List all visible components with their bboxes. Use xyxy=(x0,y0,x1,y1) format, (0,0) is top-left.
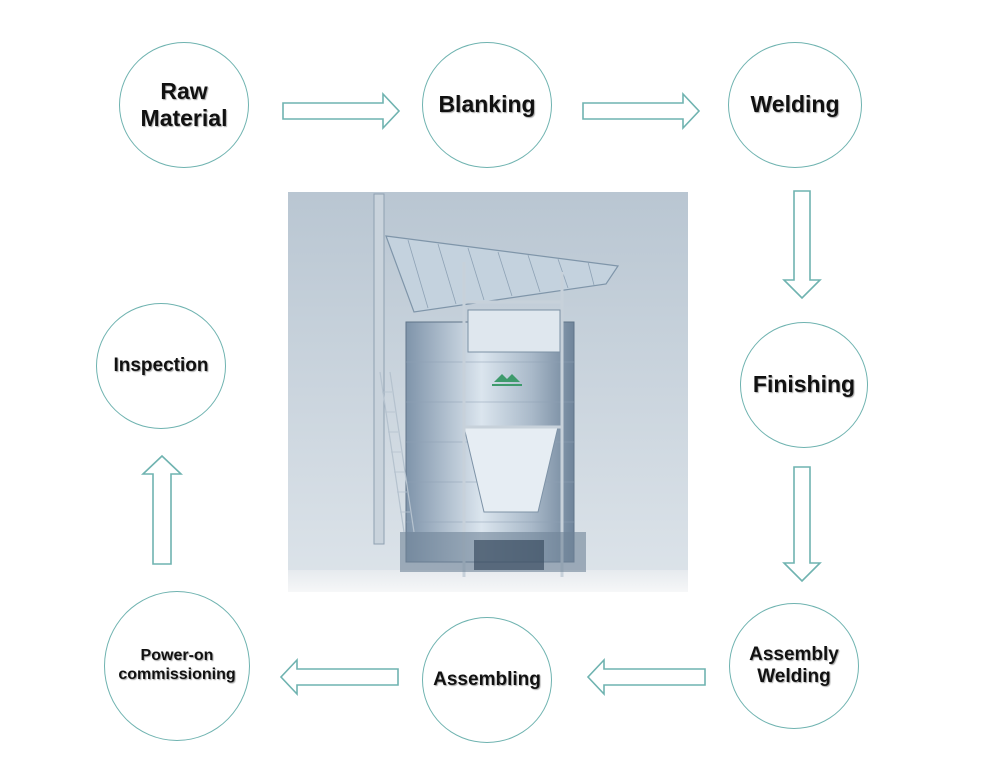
step-label: Raw Material xyxy=(140,77,228,131)
step-finishing: Finishing xyxy=(740,322,868,448)
arrow-right-icon xyxy=(282,91,401,131)
arrow-right-icon xyxy=(582,91,701,131)
step-label: Finishing xyxy=(752,371,856,398)
step-label: Inspection xyxy=(113,354,209,376)
step-power-on-commissioning: Power-on commissioning xyxy=(104,591,250,741)
step-assembly-welding: Assembly Welding xyxy=(729,603,859,729)
step-blanking: Blanking xyxy=(422,42,552,168)
arrow-up-icon xyxy=(140,454,184,565)
arrow-left-icon xyxy=(586,657,706,697)
fermentation-tank-photo xyxy=(288,192,688,592)
step-label: Welding xyxy=(750,91,840,118)
step-label: Assembling xyxy=(433,668,541,690)
arrow-down-icon xyxy=(782,190,822,300)
step-inspection: Inspection xyxy=(96,303,226,429)
arrow-left-icon xyxy=(279,657,399,697)
step-label: Blanking xyxy=(438,91,536,118)
step-raw-material: Raw Material xyxy=(119,42,249,168)
step-assembling: Assembling xyxy=(422,617,552,743)
step-welding: Welding xyxy=(728,42,862,168)
step-label: Power-on commissioning xyxy=(118,647,236,683)
step-label: Assembly Welding xyxy=(749,643,839,687)
arrow-down-icon xyxy=(782,466,822,583)
